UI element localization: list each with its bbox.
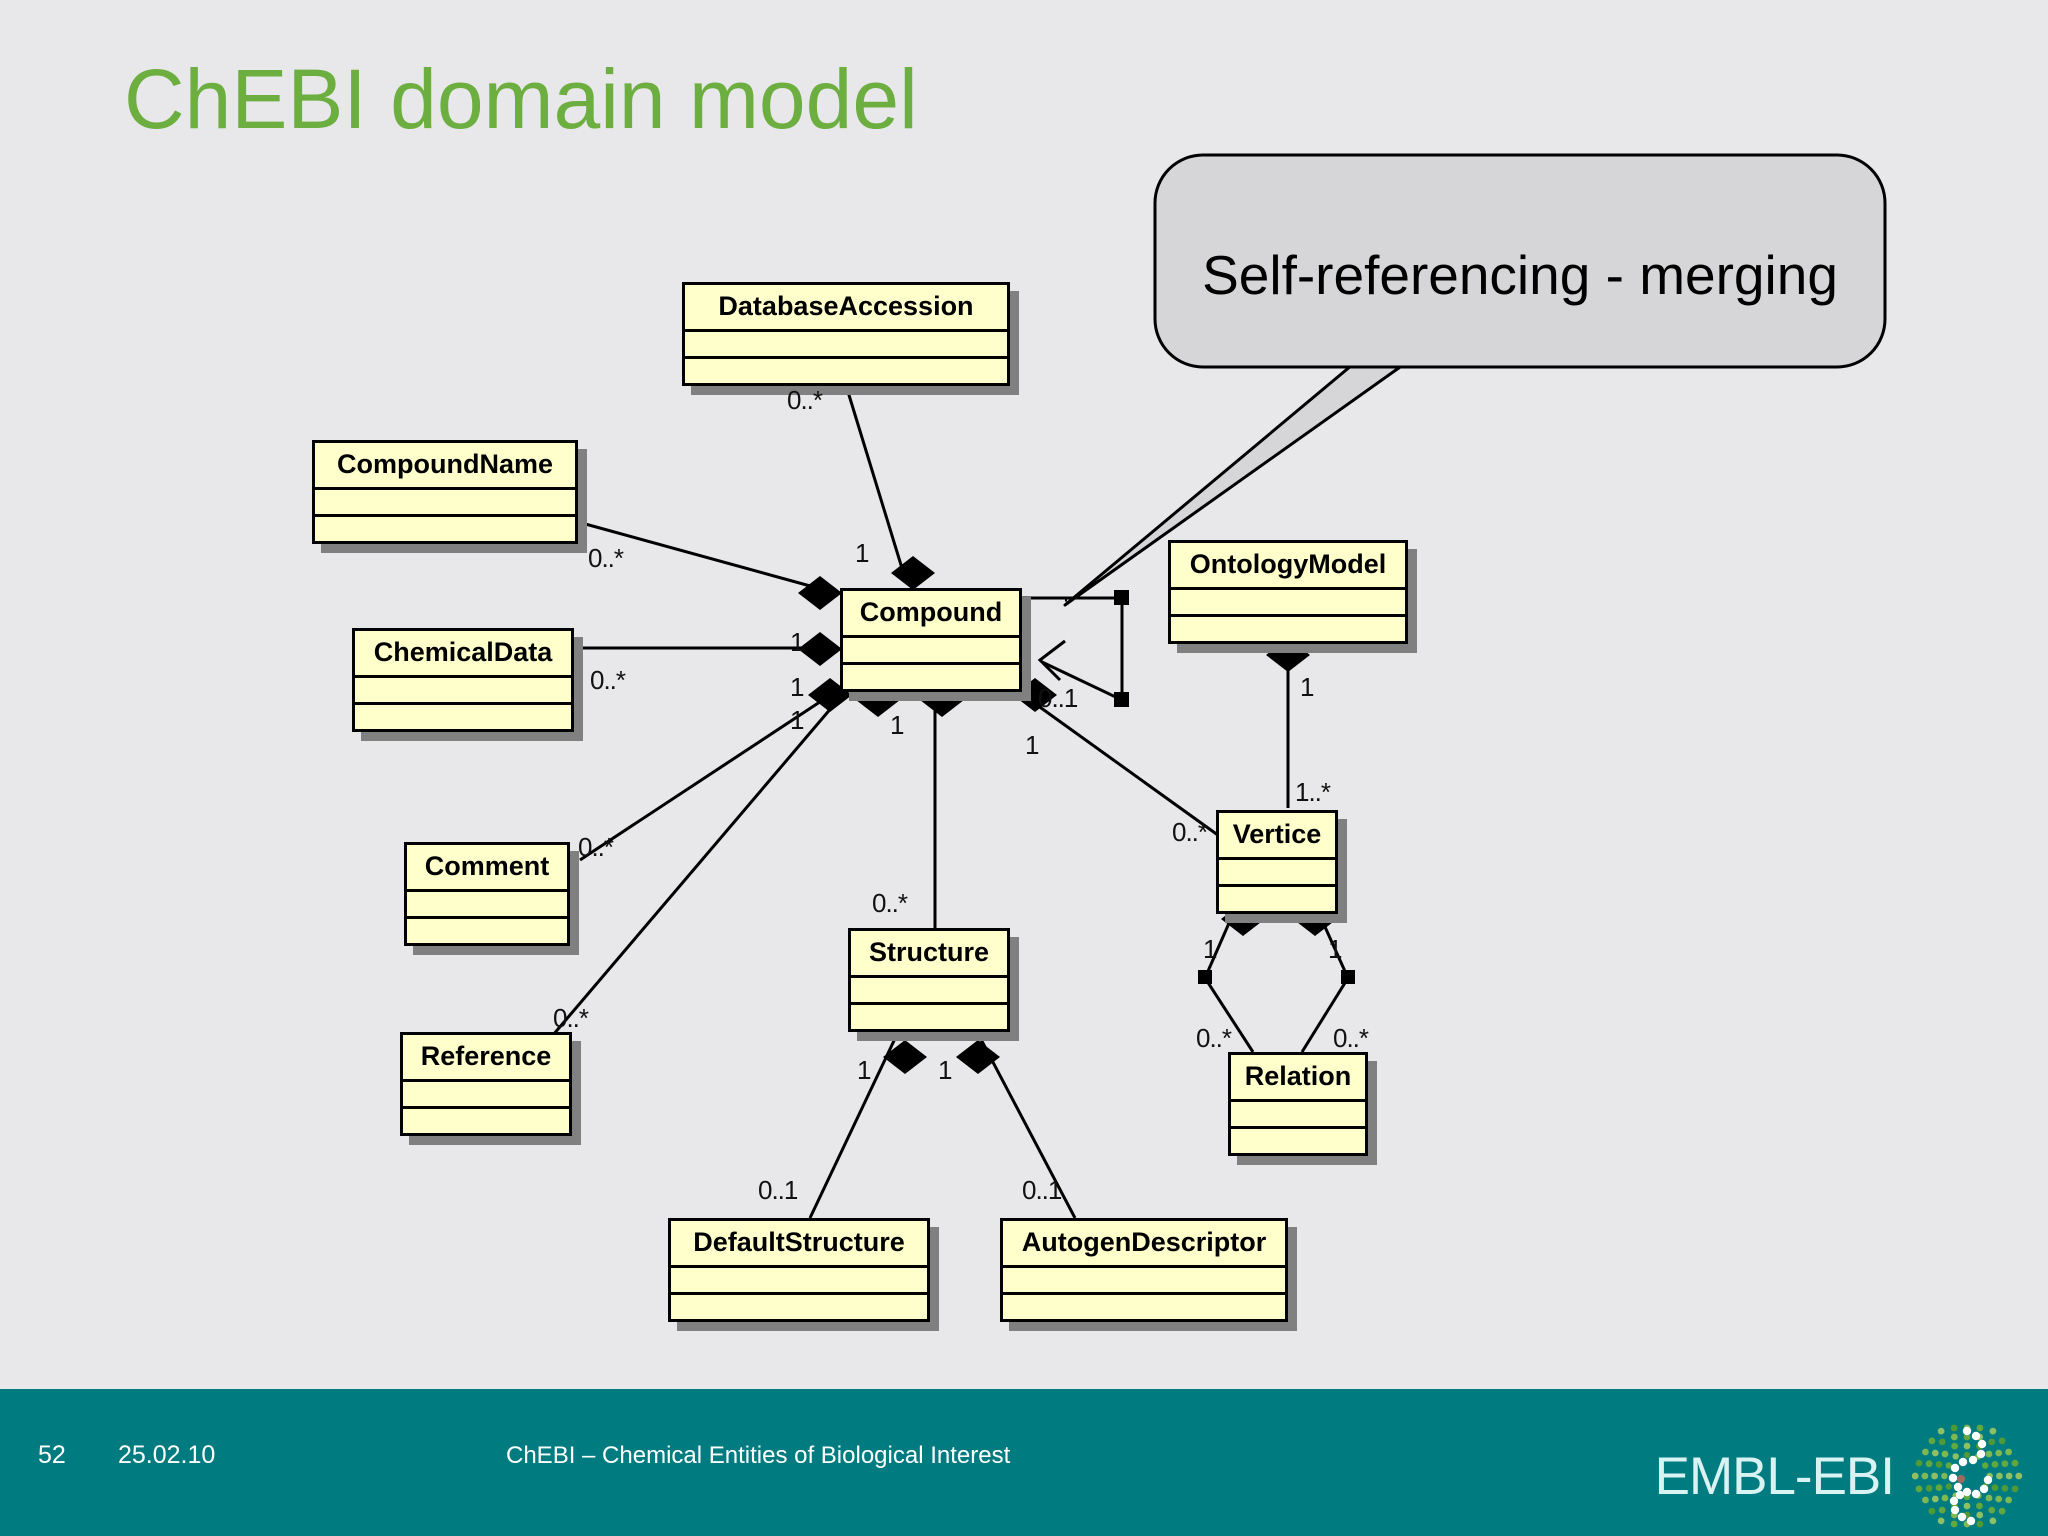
multiplicity-label: 1 bbox=[1025, 730, 1040, 760]
uml-class-name: AutogenDescriptor bbox=[1003, 1221, 1285, 1268]
uml-operations-compartment bbox=[1003, 1295, 1285, 1319]
uml-operations-compartment bbox=[403, 1109, 569, 1133]
multiplicity-label: 1 bbox=[790, 627, 805, 657]
uml-attributes-compartment bbox=[843, 638, 1019, 665]
uml-class-name: Compound bbox=[843, 591, 1019, 638]
uml-attributes-compartment bbox=[403, 1082, 569, 1109]
multiplicity-label: 0..* bbox=[553, 1003, 589, 1033]
uml-operations-compartment bbox=[1219, 887, 1335, 911]
uml-class-name: Vertice bbox=[1219, 813, 1335, 860]
multiplicity-label: 1 bbox=[855, 538, 870, 568]
uml-class-name: CompoundName bbox=[315, 443, 575, 490]
uml-class-autogendescriptor[interactable]: AutogenDescriptor bbox=[1000, 1218, 1288, 1322]
uml-attributes-compartment bbox=[1231, 1102, 1365, 1129]
multiplicity-label: 1 bbox=[1328, 934, 1343, 964]
uml-attributes-compartment bbox=[685, 332, 1007, 359]
callout-bubble: Self-referencing - merging bbox=[1040, 145, 1900, 625]
uml-attributes-compartment bbox=[1003, 1268, 1285, 1295]
multiplicity-label: 0..1 bbox=[758, 1175, 798, 1205]
uml-class-defaultstructure[interactable]: DefaultStructure bbox=[668, 1218, 930, 1322]
uml-class-name: Comment bbox=[407, 845, 567, 892]
uml-class-name: OntologyModel bbox=[1171, 543, 1405, 590]
uml-class-name: Structure bbox=[851, 931, 1007, 978]
uml-attributes-compartment bbox=[671, 1268, 927, 1295]
multiplicity-label: 0..* bbox=[1333, 1023, 1369, 1053]
uml-operations-compartment bbox=[671, 1295, 927, 1319]
multiplicity-label: 0..1 bbox=[1022, 1175, 1062, 1205]
uml-attributes-compartment bbox=[355, 678, 571, 705]
uml-class-structure[interactable]: Structure bbox=[848, 928, 1010, 1032]
multiplicity-label: 1 bbox=[890, 710, 905, 740]
multiplicity-label: 0..* bbox=[1196, 1023, 1232, 1053]
multiplicity-label: 0..* bbox=[787, 385, 823, 415]
uml-attributes-compartment bbox=[1219, 860, 1335, 887]
embl-ebi-logo: EMBL-EBI bbox=[1655, 1417, 2026, 1535]
footer-page-number: 52 bbox=[38, 1441, 66, 1469]
uml-class-comment[interactable]: Comment bbox=[404, 842, 570, 946]
multiplicity-label: 1 bbox=[790, 705, 805, 735]
uml-operations-compartment bbox=[315, 517, 575, 541]
uml-attributes-compartment bbox=[315, 490, 575, 517]
uml-class-name: DefaultStructure bbox=[671, 1221, 927, 1268]
multiplicity-label: 0..* bbox=[578, 832, 614, 862]
uml-operations-compartment bbox=[1231, 1129, 1365, 1153]
footer-center-text: ChEBI – Chemical Entities of Biological … bbox=[506, 1442, 1011, 1469]
uml-attributes-compartment bbox=[1171, 590, 1405, 617]
uml-class-name: Relation bbox=[1231, 1055, 1365, 1102]
uml-operations-compartment bbox=[843, 665, 1019, 689]
page-title: ChEBI domain model bbox=[124, 52, 918, 146]
uml-operations-compartment bbox=[407, 919, 567, 943]
uml-class-vertice[interactable]: Vertice bbox=[1216, 810, 1338, 914]
uml-operations-compartment bbox=[1171, 617, 1405, 641]
callout-text: Self-referencing - merging bbox=[1202, 243, 1838, 306]
uml-class-relation[interactable]: Relation bbox=[1228, 1052, 1368, 1156]
embl-ebi-logo-text: EMBL-EBI bbox=[1654, 1446, 1895, 1506]
multiplicity-label: 0..* bbox=[872, 888, 908, 918]
uml-class-name: Reference bbox=[403, 1035, 569, 1082]
multiplicity-label: 0..1 bbox=[1038, 683, 1078, 713]
multiplicity-label: 0..* bbox=[588, 543, 624, 573]
multiplicity-label: 0..* bbox=[590, 665, 626, 695]
multiplicity-label: 1..* bbox=[1295, 777, 1331, 807]
embl-ebi-hexagon-icon bbox=[1911, 1424, 2023, 1528]
footer-bar: 52 25.02.10 ChEBI – Chemical Entities of… bbox=[0, 1389, 2048, 1536]
footer-date: 25.02.10 bbox=[118, 1441, 216, 1469]
uml-class-reference[interactable]: Reference bbox=[400, 1032, 572, 1136]
uml-class-compoundname[interactable]: CompoundName bbox=[312, 440, 578, 544]
uml-class-databaseaccession[interactable]: DatabaseAccession bbox=[682, 282, 1010, 386]
callout-shape bbox=[1063, 153, 1887, 607]
multiplicity-label: 1 bbox=[1300, 672, 1315, 702]
uml-operations-compartment bbox=[851, 1005, 1007, 1029]
multiplicity-label: 1 bbox=[938, 1055, 953, 1085]
uml-attributes-compartment bbox=[851, 978, 1007, 1005]
uml-operations-compartment bbox=[685, 359, 1007, 383]
multiplicity-label: 0..* bbox=[1172, 817, 1208, 847]
uml-attributes-compartment bbox=[407, 892, 567, 919]
multiplicity-label: 1 bbox=[857, 1055, 872, 1085]
uml-class-compound[interactable]: Compound bbox=[840, 588, 1022, 692]
multiplicity-label: 1 bbox=[790, 672, 805, 702]
multiplicity-label: 1 bbox=[1203, 934, 1218, 964]
uml-operations-compartment bbox=[355, 705, 571, 729]
uml-class-ontologymodel[interactable]: OntologyModel bbox=[1168, 540, 1408, 644]
uml-class-name: ChemicalData bbox=[355, 631, 571, 678]
uml-class-name: DatabaseAccession bbox=[685, 285, 1007, 332]
uml-class-chemicaldata[interactable]: ChemicalData bbox=[352, 628, 574, 732]
